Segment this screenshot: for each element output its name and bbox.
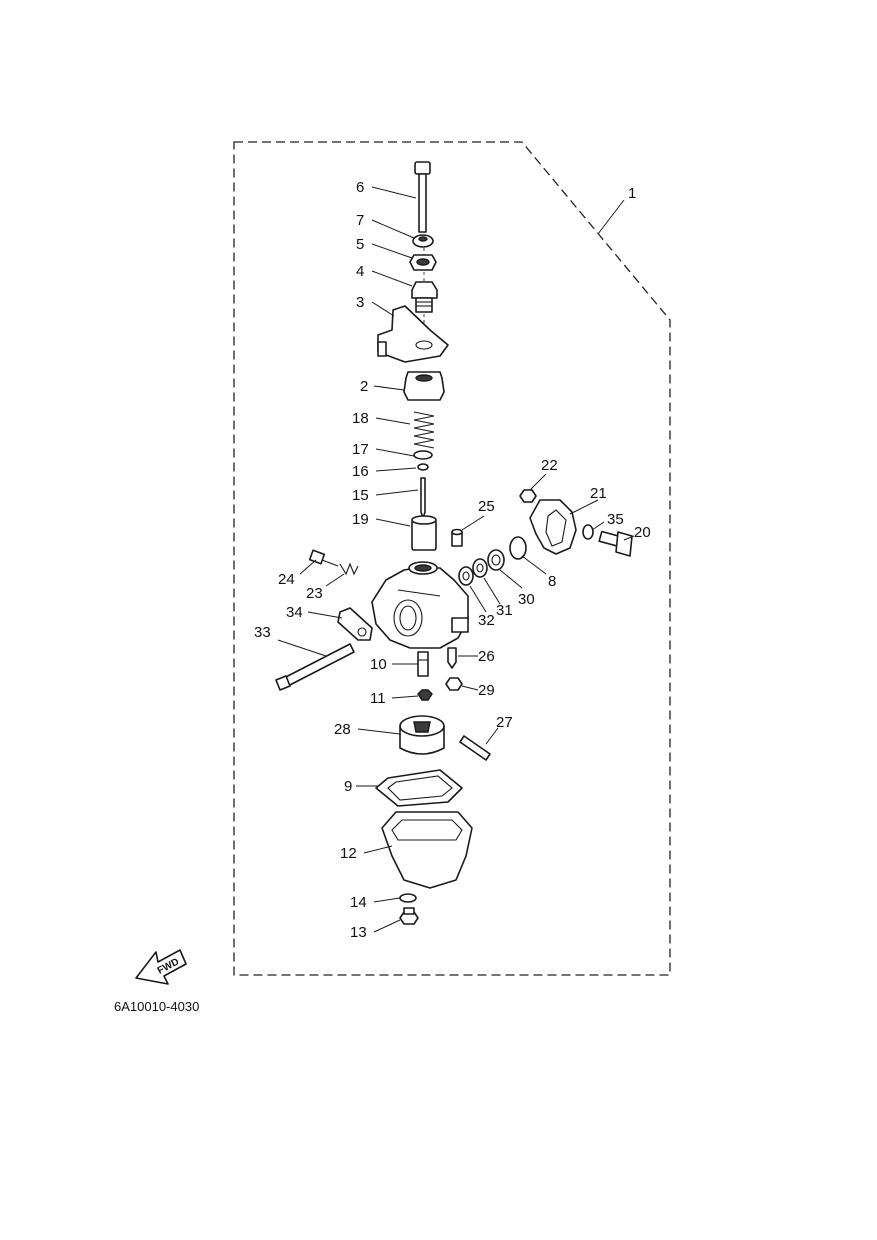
part-32-seal	[458, 566, 474, 586]
callout-24: 24	[278, 571, 295, 588]
callout-25: 25	[478, 498, 495, 515]
callout-11: 11	[370, 690, 386, 707]
callout-labels: 6 7 5 4 3 2 18 17 16 15 19 1 22 21 35 20…	[254, 179, 651, 941]
part-22-nut	[519, 489, 537, 503]
callout-21: 21	[590, 485, 607, 502]
part-25-jet	[451, 528, 463, 547]
part-31-washer	[472, 558, 488, 578]
callout-14: 14	[350, 894, 367, 911]
callout-16: 16	[352, 463, 369, 480]
callout-13: 13	[350, 924, 367, 941]
callout-29: 29	[478, 682, 495, 699]
callout-10: 10	[370, 656, 387, 673]
callout-5: 5	[356, 236, 364, 253]
callout-17: 17	[352, 441, 369, 458]
part-21-lever	[529, 499, 577, 555]
part-10-main-nozzle	[417, 651, 429, 677]
callout-12: 12	[340, 845, 357, 862]
callout-31: 31	[496, 602, 513, 619]
callout-28: 28	[334, 721, 351, 738]
callout-33: 33	[254, 624, 271, 641]
callout-18: 18	[352, 410, 369, 427]
callout-7: 7	[356, 212, 364, 229]
assembly-boundary	[233, 141, 671, 976]
part-9-gasket	[375, 769, 463, 807]
callout-22: 22	[541, 457, 558, 474]
part-28-float	[399, 715, 445, 755]
callout-15: 15	[352, 487, 369, 504]
callout-20: 20	[634, 524, 651, 541]
fwd-arrow-icon: FWD	[135, 949, 187, 985]
part-8-o-ring	[509, 536, 527, 560]
part-30-seal	[487, 549, 505, 571]
callout-26: 26	[478, 648, 495, 665]
part-18-spring	[413, 411, 435, 449]
callout-9: 9	[344, 778, 352, 795]
part-14-washer	[399, 893, 417, 903]
part-4-fitting	[411, 281, 438, 313]
part-13-drain-screw	[399, 907, 419, 925]
callout-23: 23	[306, 585, 323, 602]
leader-lines	[277, 186, 635, 933]
part-15-needle	[420, 477, 426, 519]
part-16-ring	[417, 463, 429, 471]
part-7-nut	[412, 234, 434, 248]
part-2-mixing-chamber-cover	[403, 371, 445, 401]
part-3-bracket	[377, 305, 449, 363]
part-5-nut	[409, 254, 437, 271]
part-12-float-chamber	[381, 811, 473, 889]
part-20-bolt	[598, 530, 633, 557]
callout-32: 32	[478, 612, 495, 629]
part-26-needle-valve	[447, 647, 457, 669]
part-6-throttle-stop-screw	[414, 161, 431, 233]
part-35-washer	[582, 524, 594, 540]
callout-35: 35	[607, 511, 624, 528]
callout-2: 2	[360, 378, 368, 395]
callout-8: 8	[548, 573, 556, 590]
part-34-lever-plate	[337, 607, 373, 641]
part-17-clip	[413, 450, 433, 460]
part-29-screw	[445, 677, 463, 691]
callout-1: 1	[628, 185, 636, 202]
callout-4: 4	[356, 263, 364, 280]
part-23-spring	[339, 562, 359, 576]
carburetor-body	[371, 561, 469, 649]
callout-30: 30	[518, 591, 535, 608]
callout-27: 27	[496, 714, 513, 731]
callout-19: 19	[352, 511, 369, 528]
part-11-main-jet	[417, 689, 433, 701]
callout-34: 34	[286, 604, 303, 621]
callout-3: 3	[356, 294, 364, 311]
part-19-throttle-valve	[411, 515, 437, 551]
diagram-code: 6A10010-4030	[114, 999, 199, 1014]
part-33-throttle-shaft	[275, 643, 355, 691]
part-27-float-pin	[459, 735, 491, 761]
part-24-screw	[308, 549, 339, 567]
callout-6: 6	[356, 179, 364, 196]
